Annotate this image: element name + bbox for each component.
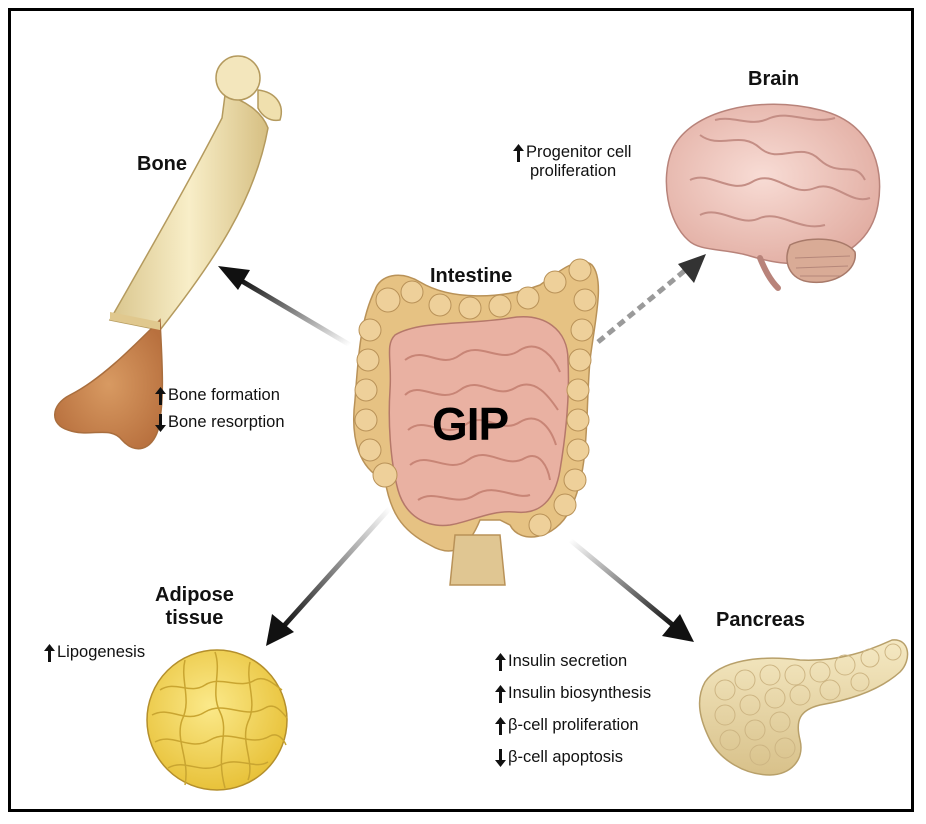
up-arrow-icon	[495, 717, 506, 735]
effect-text: Progenitor cell	[526, 143, 631, 162]
effect-text: β-cell proliferation	[508, 716, 639, 735]
up-arrow-icon	[495, 685, 506, 703]
effect-text: Insulin biosynthesis	[508, 684, 651, 703]
up-arrow-icon	[44, 644, 55, 662]
pancreas-illustration	[700, 640, 908, 775]
up-arrow-icon	[513, 144, 524, 162]
brain-title: Brain	[748, 68, 799, 91]
arrow-to-brain	[598, 254, 706, 342]
effect-text: Insulin secretion	[508, 652, 627, 671]
arrow-to-pancreas	[570, 540, 694, 642]
effect-item: β-cell proliferation	[495, 716, 651, 735]
down-arrow-icon	[495, 749, 506, 767]
effect-item: Insulin secretion	[495, 652, 651, 671]
effect-text: Lipogenesis	[57, 643, 145, 662]
effect-item: Progenitor cell	[513, 143, 631, 162]
effect-item: β-cell apoptosis	[495, 748, 651, 767]
effect-text-continued: proliferation	[513, 162, 631, 181]
effect-item: Bone resorption	[155, 413, 285, 432]
up-arrow-icon	[495, 653, 506, 671]
bone-effects: Bone formation Bone resorption	[155, 386, 285, 432]
effect-item: Lipogenesis	[44, 643, 145, 662]
intestine-title: Intestine	[430, 265, 512, 288]
effect-item: Insulin biosynthesis	[495, 684, 651, 703]
arrow-to-adipose	[266, 508, 390, 646]
up-arrow-icon	[155, 387, 166, 405]
down-arrow-icon	[155, 414, 166, 432]
effect-text: Bone formation	[168, 386, 280, 405]
pancreas-title: Pancreas	[716, 609, 805, 632]
effect-text: Bone resorption	[168, 413, 285, 432]
bone-title: Bone	[137, 153, 187, 176]
adipose-effects: Lipogenesis	[44, 643, 145, 662]
adipose-title-line: Adipose	[155, 584, 234, 607]
gip-label: GIP	[432, 397, 508, 451]
effect-item: Bone formation	[155, 386, 285, 405]
adipose-illustration	[147, 650, 287, 790]
brain-effects: Progenitor cell proliferation	[513, 143, 631, 181]
effect-text: β-cell apoptosis	[508, 748, 623, 767]
adipose-title-line: tissue	[155, 607, 234, 630]
adipose-title: Adipose tissue	[155, 584, 234, 630]
arrow-to-bone	[218, 266, 350, 345]
pancreas-effects: Insulin secretion Insulin biosynthesis β…	[495, 652, 651, 767]
